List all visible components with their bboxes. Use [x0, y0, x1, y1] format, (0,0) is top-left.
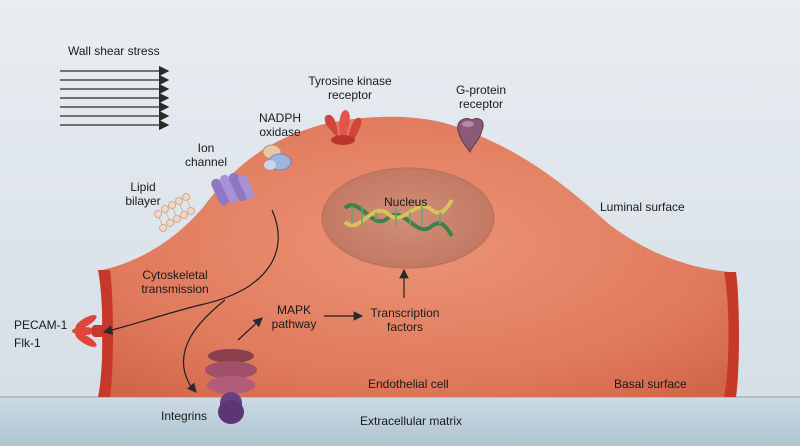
extracellular-matrix-label: Extracellular matrix [360, 414, 463, 428]
g-protein-label: G-protein receptor [446, 83, 516, 111]
pecam-receptor-icon [72, 315, 104, 347]
transcription-label-line2: factors [386, 320, 423, 334]
nadph-label-line1: NADPH [258, 111, 301, 125]
ion-label-line1: Ion [197, 141, 215, 155]
g-protein-label-line2: receptor [458, 97, 504, 111]
lipid-label-line2: bilayer [125, 194, 161, 208]
transcription-factors-label: Transcription factors [362, 306, 448, 334]
cytoskeletal-label: Cytoskeletal transmission [135, 268, 215, 296]
ion-channel-label: Ion channel [178, 141, 234, 169]
cytoskeletal-label-line1: Cytoskeletal [142, 268, 208, 282]
mapk-label: MAPK pathway [265, 303, 323, 331]
cytoskeletal-arrow-to-integrin [183, 299, 226, 393]
endothelial-cell-label: Endothelial cell [368, 377, 449, 391]
flk-label: Flk-1 [14, 336, 41, 350]
cytoskeletal-arrow-to-pecam [102, 209, 279, 335]
tyrosine-kinase-label-line1: Tyrosine kinase [308, 74, 392, 88]
lipid-bilayer-icon [154, 193, 195, 232]
lipid-label-line1: Lipid [130, 180, 156, 194]
ion-label-line2: channel [184, 155, 228, 169]
shear-stress-arrows [60, 65, 170, 131]
lipid-bilayer-label: Lipid bilayer [118, 180, 168, 208]
luminal-surface-label: Luminal surface [600, 200, 685, 214]
nadph-oxidase-icon [262, 144, 292, 171]
dna-helix-icon [343, 198, 454, 238]
integrin-to-mapk-arrow [237, 317, 263, 341]
cell-right-edge [724, 272, 739, 397]
tyrosine-kinase-receptor-icon [324, 110, 362, 145]
pecam-label: PECAM-1 [14, 318, 68, 332]
g-protein-receptor-icon [457, 117, 484, 154]
tyrosine-kinase-label-line2: receptor [327, 88, 373, 102]
tyrosine-kinase-label: Tyrosine kinase receptor [300, 74, 400, 102]
nadph-label-line2: oxidase [259, 125, 301, 139]
mapk-label-line2: pathway [271, 317, 317, 331]
mapk-label-line1: MAPK [276, 303, 311, 317]
ion-channel-icon [211, 172, 255, 206]
g-protein-label-line1: G-protein [455, 83, 507, 97]
cytoskeletal-label-line2: transmission [141, 282, 209, 296]
transcription-label-line1: Transcription [370, 306, 440, 320]
wall-shear-stress-label: Wall shear stress [68, 44, 160, 58]
integrins-label: Integrins [161, 409, 208, 423]
basal-surface-label: Basal surface [614, 377, 687, 391]
integrin-icon [205, 349, 257, 424]
extracellular-matrix-band [0, 397, 800, 446]
nadph-oxidase-label: NADPH oxidase [250, 111, 310, 139]
nucleus-label: Nucleus [384, 195, 428, 209]
